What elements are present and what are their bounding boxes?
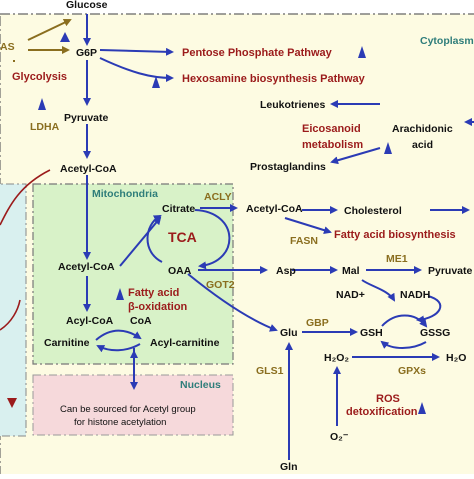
g6p-up-triangle xyxy=(60,32,70,42)
eicosanoid-label-1: Eicosanoid xyxy=(302,123,361,135)
beta-ox-label-2: β-oxidation xyxy=(128,301,188,313)
asp-label: Asp xyxy=(276,265,296,277)
ros-up-triangle xyxy=(418,402,426,414)
as-arrow-top xyxy=(27,18,72,41)
acetyl-coa-cyto-label: Acetyl-CoA xyxy=(246,203,303,215)
mitochondria-label: Mitochondria xyxy=(92,188,158,200)
left-outflow-curve xyxy=(0,299,21,331)
acetyl-coa-label: Acetyl-CoA xyxy=(60,163,117,175)
ros-label-2: detoxification xyxy=(346,406,418,418)
nucleus-note-line-2: for histone acetylation xyxy=(74,417,166,428)
beta-ox-label-1: Fatty acid xyxy=(128,287,179,299)
hexosamine-up-triangle xyxy=(152,76,160,88)
gssg-label: GSSG xyxy=(420,327,450,339)
arachidonic-label-2: acid xyxy=(412,139,433,151)
cytoplasm-label: Cytoplasm xyxy=(420,35,474,47)
gln-label: Gln xyxy=(280,461,298,473)
arrow-acetylcoa-citrate xyxy=(119,216,162,267)
carnitine-label: Carnitine xyxy=(44,337,90,349)
gsh-gssg-cycle-bottom xyxy=(380,340,427,349)
arrow-g6p-pentose xyxy=(99,47,174,56)
left-cell-down-triangle xyxy=(7,398,17,408)
nucleus-label: Nucleus xyxy=(180,379,221,391)
nad-plus-label: NAD+ xyxy=(336,289,365,301)
cholesterol-label: Cholesterol xyxy=(344,205,402,217)
enzyme-gbp-label: GBP xyxy=(306,317,329,329)
leukotrienes-label: Leukotrienes xyxy=(260,99,326,111)
enzyme-got2-label: GOT2 xyxy=(206,279,235,291)
carnitine-shuttle xyxy=(95,329,142,341)
arrow-acetylcoa-fattyacid xyxy=(284,217,332,235)
glucose-label: Glucose xyxy=(66,0,108,11)
gsh-gssg-cycle-top xyxy=(381,314,428,328)
fatty-acid-biosynthesis-label: Fatty acid biosynthesis xyxy=(334,229,456,241)
tca-cycle-arc-top xyxy=(194,209,231,270)
acetyl-coa-mito-label: Acetyl-CoA xyxy=(58,261,115,273)
h2o2-label: H₂O₂ xyxy=(324,352,349,364)
left-cell-region xyxy=(0,183,27,437)
citrate-label: Citrate xyxy=(162,203,195,215)
pentose-pathway-label: Pentose Phosphate Pathway xyxy=(182,47,333,59)
g6p-label: G6P xyxy=(76,47,97,59)
beta-ox-up-triangle xyxy=(116,288,124,300)
tca-label: TCA xyxy=(168,229,197,245)
ldha-up-triangle xyxy=(38,98,46,110)
nadh-label: NADH xyxy=(400,289,430,301)
arachidonic-label-1: Arachidonic xyxy=(392,123,453,135)
glycolysis-label: Glycolysis xyxy=(12,71,67,83)
coa-label: CoA xyxy=(130,315,152,327)
carnitine-shuttle-return xyxy=(96,343,141,353)
tca-cycle-arc-left xyxy=(146,215,163,263)
enzyme-gpxs-label: GPXs xyxy=(398,365,426,377)
glu-label: Glu xyxy=(280,327,298,339)
mal-label: Mal xyxy=(342,265,360,277)
enzyme-as-label: AS xyxy=(0,41,15,53)
pyruvate-label: Pyruvate xyxy=(64,112,109,124)
acyl-coa-label: Acyl-CoA xyxy=(66,315,114,327)
arrow-arachidonic-prostaglandins xyxy=(330,147,381,165)
eicosanoid-label-2: metabolism xyxy=(302,139,363,151)
h2o-label: H₂O xyxy=(446,352,466,364)
pentose-up-triangle xyxy=(358,46,366,58)
enzyme-acly-label: ACLY xyxy=(204,191,232,203)
arrow-nad-nadh xyxy=(361,279,396,302)
acyl-carnitine-label: Acyl-carnitine xyxy=(150,337,220,349)
arrow-oaa-glu xyxy=(187,273,278,332)
enzyme-fasn-label: FASN xyxy=(290,235,318,247)
pyruvate-right-label: Pyruvate xyxy=(428,265,473,277)
prostaglandins-label: Prostaglandins xyxy=(250,161,326,173)
o2-radical-label: O₂⁻ xyxy=(330,431,349,443)
eicosanoid-up-triangle xyxy=(384,142,392,154)
arrow-g6p-hexosamine xyxy=(99,57,174,82)
enzyme-ldha-label: LDHA xyxy=(30,121,60,133)
enzyme-gls1-label: GLS1 xyxy=(256,365,284,377)
left-inflow-curve xyxy=(0,169,51,226)
hexosamine-pathway-label: Hexosamine biosynthesis Pathway xyxy=(182,73,366,85)
ros-label-1: ROS xyxy=(376,393,400,405)
gsh-label: GSH xyxy=(360,327,383,339)
nucleus-note-line-1: Can be sourced for Acetyl group xyxy=(60,404,196,415)
enzyme-me1-label: ME1 xyxy=(386,253,408,265)
oaa-label: OAA xyxy=(168,265,192,277)
